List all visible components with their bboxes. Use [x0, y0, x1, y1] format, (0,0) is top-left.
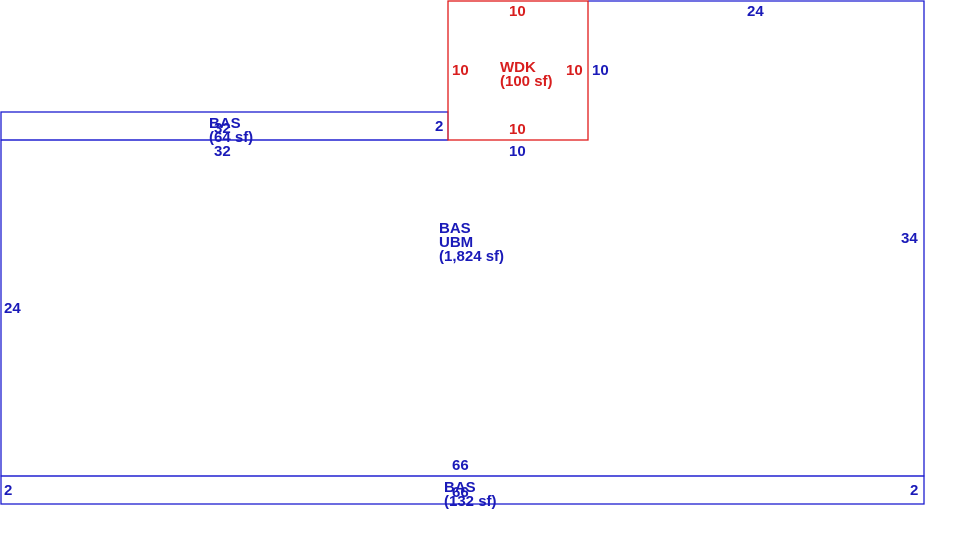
bas-bottom-code: BAS [444, 479, 476, 496]
wdk-top-dim: 10 [509, 3, 526, 20]
right-of-wdk-dim: 10 [592, 62, 609, 79]
main-code-2: UBM [439, 234, 473, 251]
below-wdk-dim: 10 [509, 143, 526, 160]
wdk-bottom-dim: 10 [509, 121, 526, 138]
top-right-dim: 24 [747, 3, 764, 20]
main-code-1: BAS [439, 220, 471, 237]
left-dim: 24 [4, 300, 21, 317]
right-dim: 34 [901, 230, 918, 247]
bas-top-area: (64 sf) [209, 129, 253, 146]
top-strip-right-dim: 2 [435, 118, 443, 135]
wdk-area: (100 sf) [500, 73, 553, 90]
bottom-strip-left-dim: 2 [4, 482, 12, 499]
bottom-strip-top-dim: 66 [452, 457, 469, 474]
bas-top-overlap-dim: 32 [214, 120, 231, 137]
bas-bottom-area: (132 sf) [444, 493, 497, 510]
bas-bottom-overlap-dim: 66 [452, 484, 469, 501]
wdk-outline [447, 0, 589, 141]
main-area: (1,824 sf) [439, 248, 504, 265]
bottom-bas-strip [0, 475, 925, 505]
wdk-left-dim: 10 [452, 62, 469, 79]
wdk-right-dim: 10 [566, 62, 583, 79]
bottom-strip-right-dim: 2 [910, 482, 918, 499]
bas-top-code: BAS [209, 115, 241, 132]
top-strip-bottom-dim: 32 [214, 143, 231, 160]
wdk-code: WDK [500, 59, 536, 76]
